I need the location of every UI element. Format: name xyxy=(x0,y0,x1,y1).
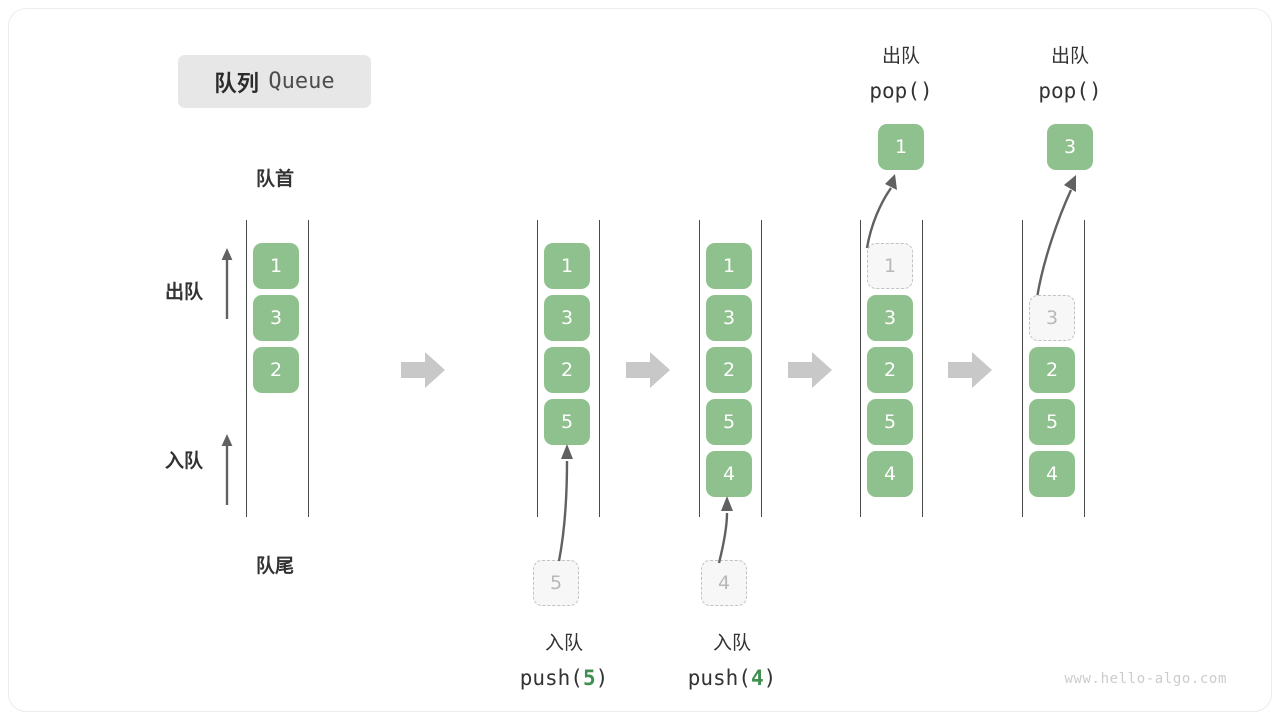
pop1-caption: 出队 pop() xyxy=(813,39,989,109)
queue-rail-left-2 xyxy=(537,220,539,517)
popped-element: 3 xyxy=(1047,124,1093,170)
queue-front-label: 队首 xyxy=(255,168,294,190)
queue-rail-left-5 xyxy=(1022,220,1024,517)
queue-cell: 3 xyxy=(544,295,590,341)
figure-title-chip: 队列 Queue xyxy=(178,55,371,108)
queue-cell-new: 4 xyxy=(706,451,752,497)
queue-cell: 3 xyxy=(706,295,752,341)
queue-rail-right-3 xyxy=(761,220,763,517)
queue-cell: 5 xyxy=(1029,399,1075,445)
queue-cell: 3 xyxy=(253,295,299,341)
queue-cell: 4 xyxy=(1029,451,1075,497)
queue-cell: 2 xyxy=(1029,347,1075,393)
queue-rail-left-3 xyxy=(699,220,701,517)
push5-caption-code: push(5) xyxy=(519,666,609,690)
step-arrow-icon xyxy=(948,352,992,388)
queue-cell: 3 xyxy=(867,295,913,341)
queue-cell: 4 xyxy=(867,451,913,497)
outgoing-element-ghost: 3 xyxy=(1029,295,1075,341)
push-arrow-icon xyxy=(717,496,733,564)
popped-element: 1 xyxy=(878,124,924,170)
enqueue-direction-label: 入队 xyxy=(164,450,203,472)
queue-rear-label: 队尾 xyxy=(255,555,294,577)
figure-title-en: Queue xyxy=(268,69,335,94)
queue-cell: 1 xyxy=(706,243,752,289)
queue-rail-left-1 xyxy=(246,220,248,517)
step-arrow-icon xyxy=(401,352,445,388)
pop1-caption-code: pop() xyxy=(869,79,933,103)
incoming-element-ghost: 5 xyxy=(533,560,579,606)
incoming-element-ghost: 4 xyxy=(701,560,747,606)
push4-caption-cn: 入队 xyxy=(712,632,751,654)
figure-card: 队列 Queue 队首 队尾 1 3 2 出队 入队 1 3 2 5 5 入队 … xyxy=(8,8,1272,712)
pop3-caption: 出队 pop() xyxy=(982,39,1158,109)
pop3-caption-code: pop() xyxy=(1038,79,1102,103)
dequeue-direction-label: 出队 xyxy=(164,281,203,303)
queue-cell: 5 xyxy=(867,399,913,445)
step-arrow-icon xyxy=(626,352,670,388)
pop1-caption-cn: 出队 xyxy=(881,45,920,67)
watermark: www.hello-algo.com xyxy=(1064,671,1227,687)
pop3-caption-cn: 出队 xyxy=(1050,45,1089,67)
queue-cell: 5 xyxy=(706,399,752,445)
step-arrow-icon xyxy=(788,352,832,388)
push-arrow-icon xyxy=(557,444,573,562)
pop-arrow-icon xyxy=(1035,175,1076,299)
queue-cell: 2 xyxy=(544,347,590,393)
queue-rail-left-4 xyxy=(860,220,862,517)
queue-cell: 2 xyxy=(706,347,752,393)
queue-rail-right-4 xyxy=(922,220,924,517)
push5-caption-cn: 入队 xyxy=(544,632,583,654)
figure-title-cn: 队列 xyxy=(214,71,260,97)
queue-cell: 2 xyxy=(253,347,299,393)
queue-cell: 1 xyxy=(544,243,590,289)
queue-rail-right-1 xyxy=(308,220,310,517)
queue-rail-right-5 xyxy=(1084,220,1086,517)
enqueue-direction-arrow-icon xyxy=(221,434,233,505)
push4-caption-code: push(4) xyxy=(687,666,777,690)
queue-cell-new: 5 xyxy=(544,399,590,445)
outgoing-element-ghost: 1 xyxy=(867,243,913,289)
push4-caption: 入队 push(4) xyxy=(644,626,820,696)
dequeue-direction-arrow-icon xyxy=(221,248,233,319)
queue-cell: 2 xyxy=(867,347,913,393)
queue-cell: 1 xyxy=(253,243,299,289)
pop-arrow-icon xyxy=(865,174,897,249)
queue-rail-right-2 xyxy=(599,220,601,517)
push5-caption: 入队 push(5) xyxy=(476,626,652,696)
